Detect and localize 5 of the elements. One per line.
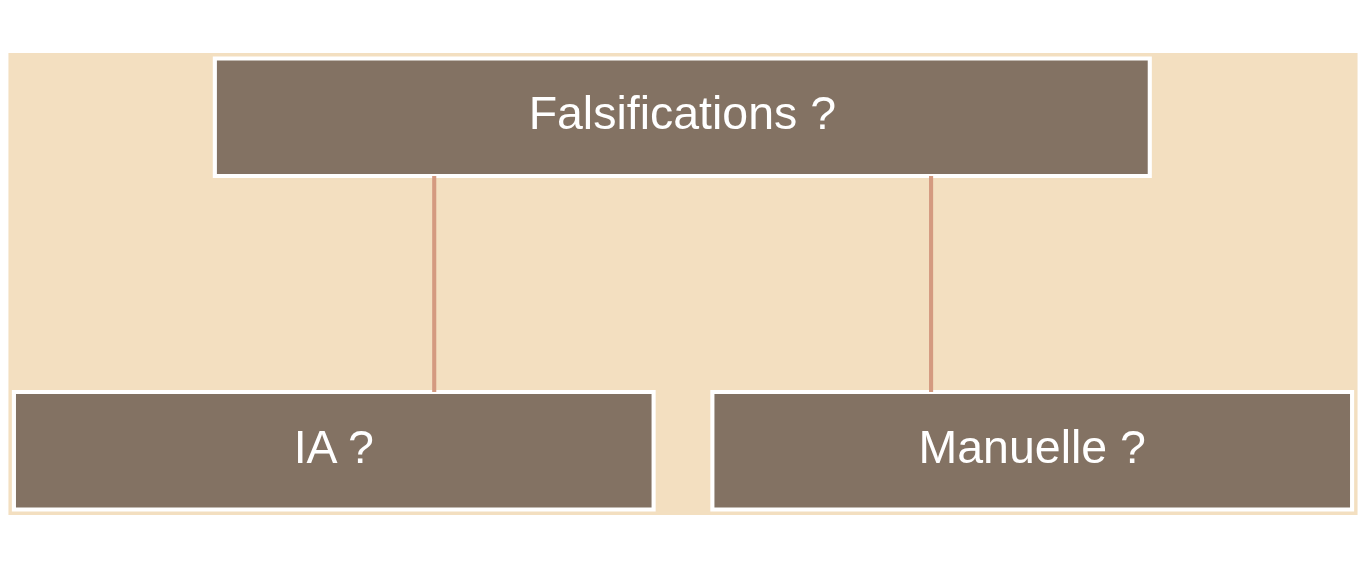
connector bbox=[432, 175, 437, 392]
connector bbox=[929, 175, 934, 392]
node-box: IA ? bbox=[11, 389, 656, 512]
node-box: Manuelle ? bbox=[710, 389, 1355, 512]
node-box: Falsifications ? bbox=[212, 55, 1152, 178]
